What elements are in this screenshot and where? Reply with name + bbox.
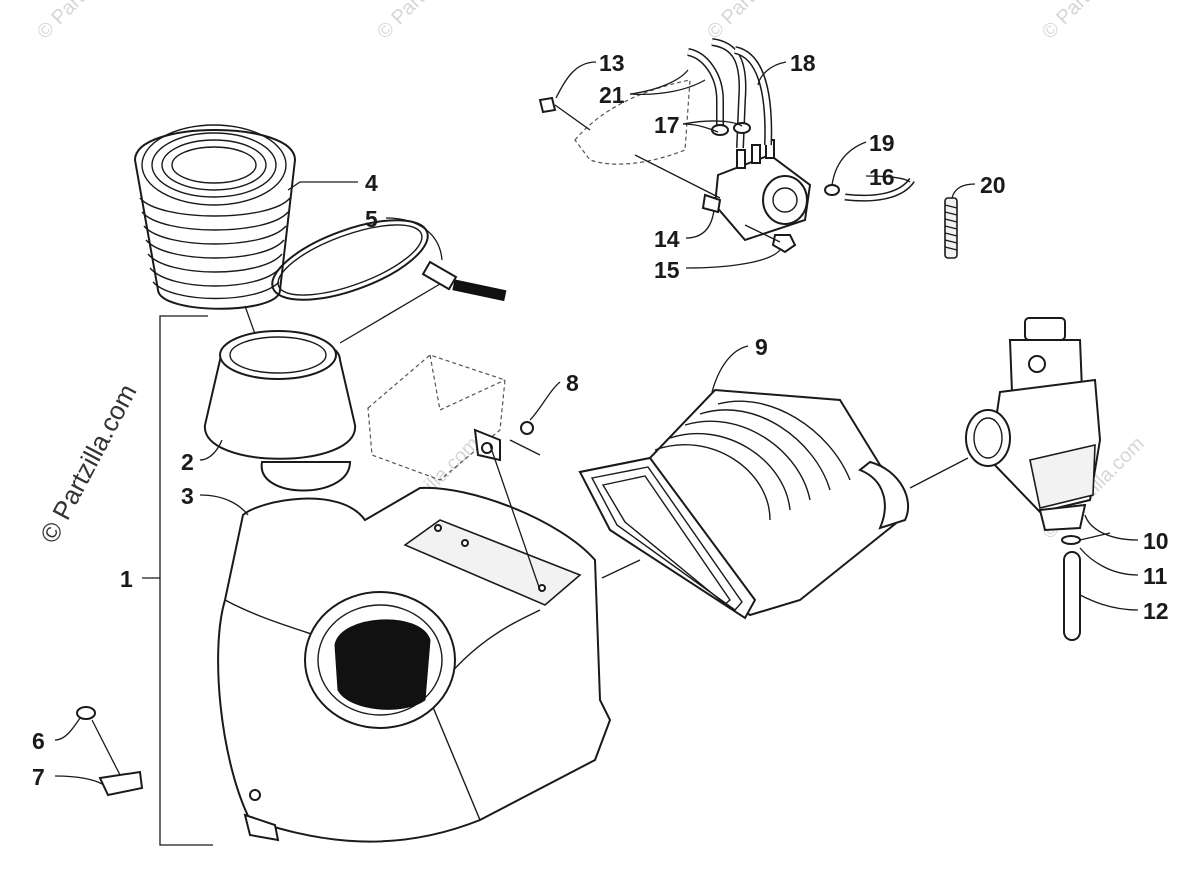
hose-clamp [271,219,507,344]
callout-7: 7 [32,764,45,790]
callout-10: 10 [1143,528,1169,554]
watermark-mark: © Partzilla.com [703,0,814,44]
bellows-boot [133,124,297,391]
callout-11: 11 [1143,563,1168,589]
callout-12: 12 [1143,598,1169,624]
callout-19: 19 [869,130,895,156]
callout-1: 1 [120,566,133,592]
watermark-mark: © Partzilla.com [1038,0,1149,44]
drain-hose [1061,532,1111,641]
watermark-vertical: © Partzilla.com [34,379,143,548]
spring [944,197,958,259]
callout-15: 15 [654,257,680,283]
fuel-hoses [686,38,773,149]
vent-line [824,177,915,202]
airbox-housing [217,486,612,843]
callout-5: 5 [365,206,378,232]
callout-6: 6 [32,728,45,754]
grommet-and-tab [76,706,144,797]
leader-lines [54,61,1139,785]
callout-20: 20 [980,172,1006,198]
callout-14: 14 [654,226,680,252]
carburetor [965,317,1102,532]
callout-21: 21 [599,82,625,108]
fuel-pump [538,79,812,254]
callout-9: 9 [755,334,768,360]
decal-and-screw [367,354,541,591]
callout-13: 13 [599,50,625,76]
callout-4: 4 [365,170,378,196]
callout-labels: 1 2 3 4 5 6 7 8 9 10 11 12 13 14 15 16 1… [32,50,1169,790]
watermark-mark: © Partzilla.com [33,0,144,44]
callout-17: 17 [654,112,680,138]
assembly-bracket [159,315,213,846]
callout-18: 18 [790,50,816,76]
watermark-mark: © Partzilla.com [373,0,484,44]
callout-8: 8 [566,370,579,396]
intake-adapter [203,330,363,626]
intake-duct [578,388,969,620]
callout-16: 16 [869,164,895,190]
callout-2: 2 [181,449,194,475]
callout-3: 3 [181,483,194,509]
